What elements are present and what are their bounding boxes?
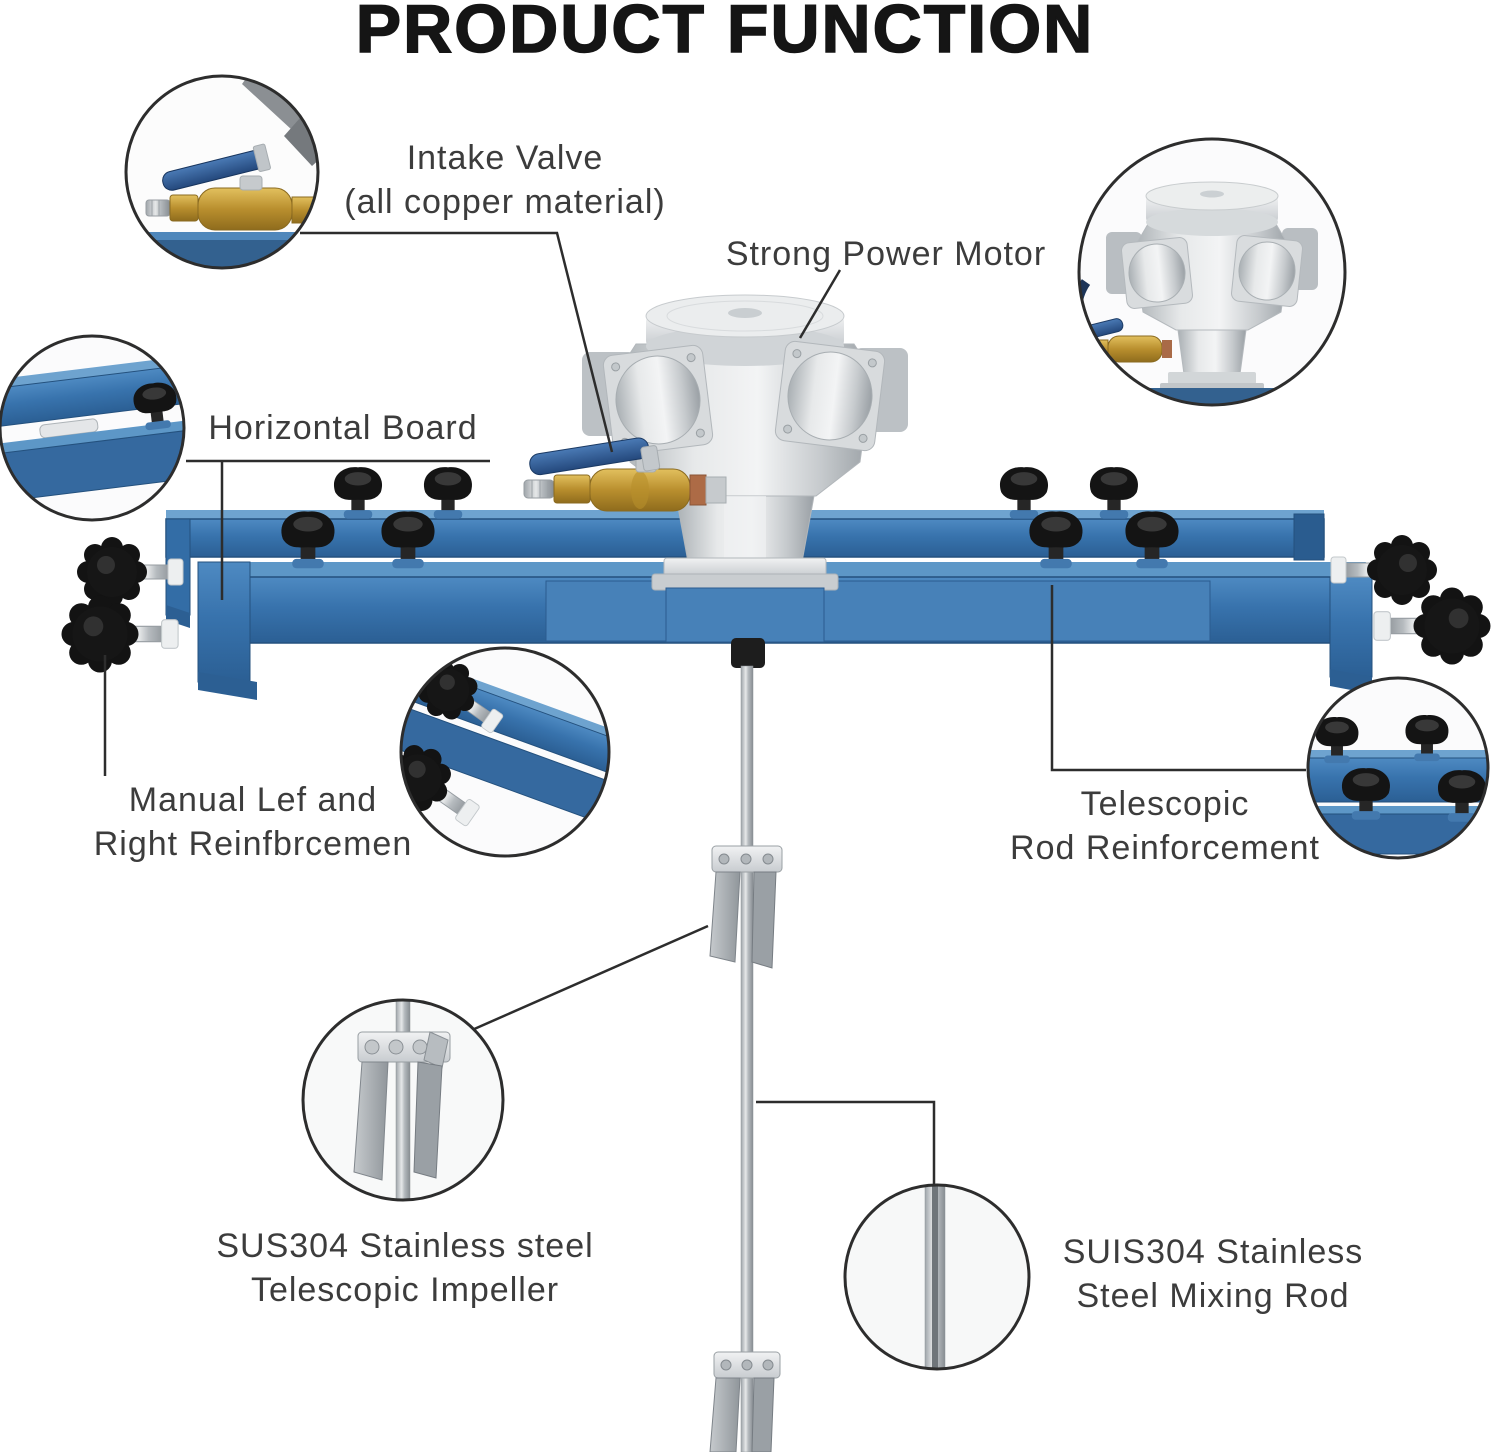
label-impeller-line2: Telescopic Impeller [250,1271,560,1309]
intake-valve [523,437,727,512]
callout-motor [1077,137,1347,407]
label-telescopic-reinforcement: Telescopic Rod Reinforcement [1005,782,1325,870]
callout-mixing-rod [843,1183,1031,1371]
label-manual-line2: Right Reinfbrcemen [93,825,413,863]
motor-side-port-left [602,344,714,456]
upper-impeller [709,845,783,969]
board-top-knob [281,511,335,569]
label-horizontal-board: Horizontal Board [208,409,478,447]
board-top-knob [1125,511,1179,569]
page-title: PRODUCT FUNCTION [355,0,1095,67]
impeller-blade-detail [413,1061,443,1179]
callout-intake-valve [124,74,320,270]
lower-impeller [709,1351,781,1452]
label-mixing-rod-line1: SUIS304 Stainless [1062,1233,1364,1271]
valve-handle [529,437,661,476]
label-manual-line1: Manual Lef and [128,781,378,819]
label-manual-reinforcement: Manual Lef and Right Reinfbrcemen [58,778,448,866]
impeller-blade [709,1377,741,1452]
label-telescopic-impeller: SUS304 Stainless steel Telescopic Impell… [175,1224,635,1312]
left-clamp-knob-lower [60,594,179,674]
impeller-blade [751,1377,775,1452]
callout-telescopic-reinforcement [1306,676,1490,860]
label-intake-valve: Intake Valve (all copper material) [300,136,710,224]
impeller-blade [709,871,741,963]
label-intake-valve-line2: (all copper material) [344,183,666,221]
leader-intake-valve [300,231,614,453]
rod-collar [731,638,765,668]
label-strong-power-motor: Strong Power Motor [725,235,1047,273]
board-top-knob [1029,511,1083,569]
power-motor [523,294,908,643]
leader-telescopic-reinforcement [1050,585,1306,772]
label-impeller-line1: SUS304 Stainless steel [216,1227,594,1265]
callout-manual-reinforcement [399,646,611,858]
label-telescopic-line2: Rod Reinforcement [1010,829,1320,867]
leader-mixing-rod [756,1100,936,1186]
label-intake-valve-line1: Intake Valve [406,139,604,177]
motor-pedestal [665,587,825,643]
valve-handle-detail [162,143,271,191]
right-clamp-knob-lower [1373,586,1492,666]
leader-impeller [471,924,709,1032]
leader-lines [103,231,1306,1186]
impeller-blade-detail [353,1061,389,1181]
callout-horizontal-board [0,334,186,522]
mixing-rod-assembly [709,638,783,1452]
label-telescopic-line1: Telescopic [1080,785,1250,823]
callout-impeller [301,998,505,1202]
leader-strong-power-motor [798,269,842,339]
air-hose [1079,279,1091,330]
board-knob-detail [133,382,177,431]
label-mixing-rod-line2: Steel Mixing Rod [1076,1277,1350,1315]
motor-base-flange [663,557,827,577]
board-top-knob [381,511,435,569]
mixing-rod [740,665,754,1452]
impeller-blade [751,871,777,969]
motor-side-port-right [774,340,886,452]
label-mixing-rod: SUIS304 Stainless Steel Mixing Rod [1033,1230,1393,1318]
